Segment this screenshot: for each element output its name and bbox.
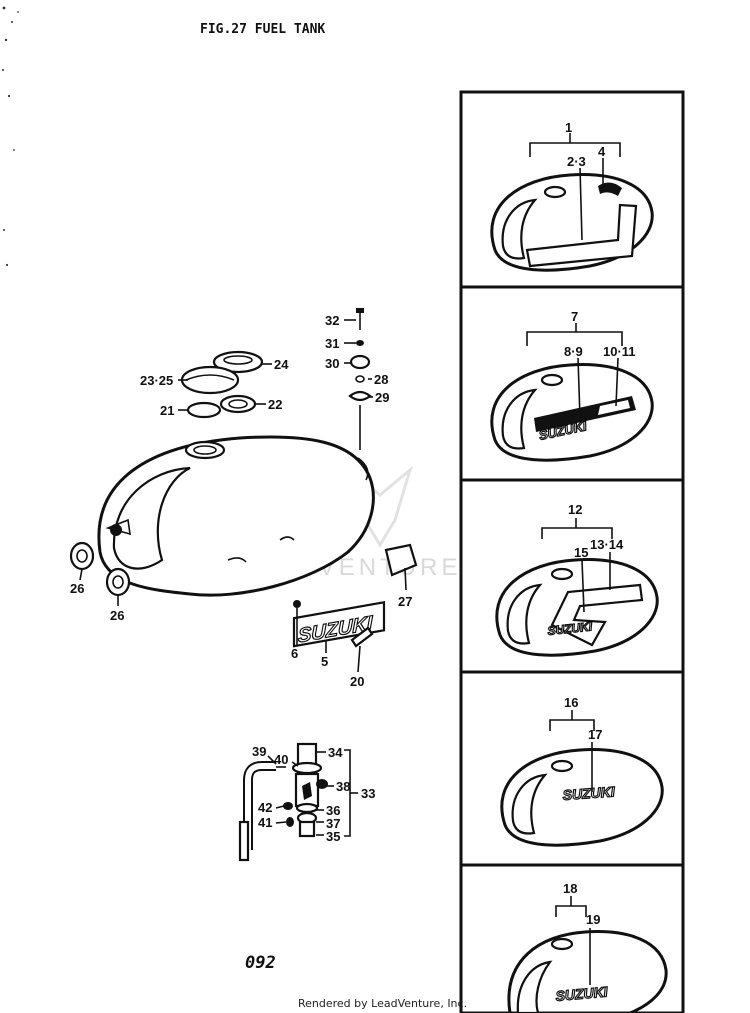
filler-neck bbox=[184, 440, 226, 460]
svg-text:13·14: 13·14 bbox=[590, 537, 624, 552]
suzuki-emblem: SUZUKI bbox=[292, 600, 386, 648]
svg-text:18: 18 bbox=[563, 881, 577, 896]
svg-text:21: 21 bbox=[160, 403, 174, 418]
svg-text:35: 35 bbox=[326, 829, 340, 844]
svg-text:31: 31 bbox=[325, 336, 339, 351]
svg-text:19: 19 bbox=[586, 912, 600, 927]
variants-frame bbox=[459, 90, 685, 1013]
cap-top-part bbox=[212, 350, 264, 374]
svg-text:4: 4 bbox=[598, 144, 606, 159]
cap-body-part bbox=[180, 365, 240, 395]
variant-panel-1: 1 2·3 4 bbox=[490, 120, 654, 272]
svg-text:32: 32 bbox=[325, 313, 339, 328]
svg-text:28: 28 bbox=[374, 372, 388, 387]
fuel-cock-leader-lines bbox=[267, 749, 358, 837]
svg-text:6: 6 bbox=[291, 646, 298, 661]
rear-cushion-part bbox=[384, 543, 418, 577]
svg-text:36: 36 bbox=[326, 803, 340, 818]
seal-ring-part bbox=[219, 394, 257, 414]
mounting-hardware bbox=[348, 308, 372, 450]
svg-text:39: 39 bbox=[252, 744, 266, 759]
svg-text:33: 33 bbox=[361, 786, 375, 801]
svg-text:10·11: 10·11 bbox=[603, 344, 636, 359]
fuel-cap-assembly bbox=[180, 350, 264, 419]
svg-text:23·25: 23·25 bbox=[140, 373, 173, 388]
svg-text:26: 26 bbox=[70, 581, 84, 596]
svg-text:20: 20 bbox=[350, 674, 364, 689]
leader-lines bbox=[79, 319, 407, 673]
gasket-part bbox=[186, 401, 222, 419]
svg-text:5: 5 bbox=[321, 654, 328, 669]
svg-text:16: 16 bbox=[564, 695, 578, 710]
rubber-cushion-part bbox=[349, 354, 371, 370]
scan-noise bbox=[2, 6, 19, 267]
svg-text:40: 40 bbox=[274, 752, 288, 767]
svg-text:7: 7 bbox=[571, 309, 578, 324]
svg-text:34: 34 bbox=[328, 745, 343, 760]
svg-text:37: 37 bbox=[326, 816, 340, 831]
variant-panel-2: SUZUKI 7 8·9 10·11 bbox=[490, 309, 654, 462]
fuel-cock-assembly bbox=[238, 742, 328, 862]
svg-text:42: 42 bbox=[258, 800, 272, 815]
svg-text:12: 12 bbox=[568, 502, 582, 517]
svg-text:15: 15 bbox=[574, 545, 588, 560]
svg-text:29: 29 bbox=[375, 390, 389, 405]
svg-text:22: 22 bbox=[268, 397, 282, 412]
svg-text:24: 24 bbox=[274, 357, 289, 372]
svg-text:SUZUKI: SUZUKI bbox=[547, 619, 594, 638]
svg-text:SUZUKI: SUZUKI bbox=[555, 983, 609, 1004]
svg-text:SUZUKI: SUZUKI bbox=[562, 783, 616, 803]
svg-text:27: 27 bbox=[398, 594, 412, 609]
variant-panel-3: SUZUKI 12 15 13·14 bbox=[495, 502, 659, 657]
page-number: 092 bbox=[245, 953, 276, 973]
main-callouts: 32 31 30 28 29 24 23·25 21 22 26 26 27 6… bbox=[70, 313, 412, 844]
fuel-tank bbox=[97, 435, 375, 597]
render-credit: Rendered by LeadVenture, Inc. bbox=[298, 997, 467, 1010]
svg-text:30: 30 bbox=[325, 356, 339, 371]
variant-panel-4: SUZUKI 16 17 bbox=[500, 695, 664, 847]
figure-title: FIG.27 FUEL TANK bbox=[200, 22, 325, 37]
variant-panel-5: SUZUKI 18 19 bbox=[507, 881, 668, 1013]
svg-text:41: 41 bbox=[258, 815, 272, 830]
svg-text:38: 38 bbox=[336, 779, 350, 794]
svg-text:2·3: 2·3 bbox=[567, 154, 586, 169]
svg-text:8·9: 8·9 bbox=[564, 344, 583, 359]
svg-text:17: 17 bbox=[588, 727, 602, 742]
svg-text:26: 26 bbox=[110, 608, 124, 623]
svg-text:1: 1 bbox=[565, 120, 572, 135]
